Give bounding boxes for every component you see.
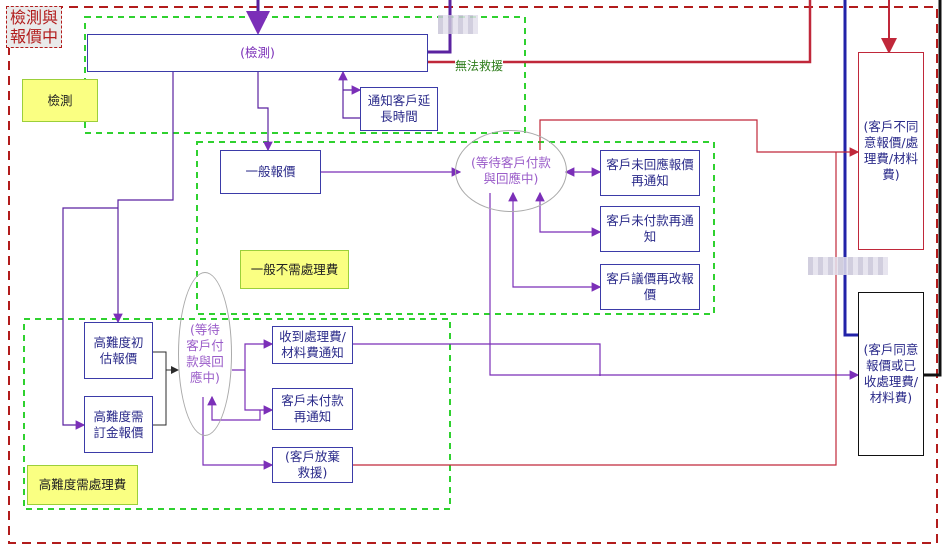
group-label-inspection: 檢測	[22, 79, 98, 122]
line-abandon-disagree	[353, 152, 837, 466]
node-no-reply[interactable]: 客戶未回應報價 再通知	[600, 150, 700, 196]
node-abandon[interactable]: (客戶放棄 救援)	[272, 447, 353, 483]
line-inspection-notify	[338, 70, 360, 119]
node-notify-delay[interactable]: 通知客戶延 長時間	[360, 87, 438, 131]
node-wait-high[interactable]: (等待 客戶付 款與回 應中)	[178, 272, 232, 436]
node-renegotiate[interactable]: 客戶議價再改報 價	[600, 264, 700, 310]
line-high-wait	[153, 351, 179, 374]
node-high-deposit[interactable]: 高難度需 訂金報價	[84, 396, 153, 453]
line-deposit-wait	[153, 370, 167, 426]
group-label-general: 一般不需處理費	[240, 250, 349, 289]
node-agree[interactable]: (客戶同意 報價或已 收處理費/ 材料費)	[858, 292, 924, 456]
line-inspection-deposit	[62, 207, 118, 430]
blurred-text-top	[438, 15, 478, 34]
line-waith-unpaid	[244, 370, 274, 415]
line-fee-agree	[353, 343, 601, 376]
node-unpaid-high[interactable]: 客戶未付款 再通知	[272, 388, 353, 430]
line-inspection-general	[257, 72, 273, 152]
node-disagree[interactable]: (客戶不同 意報價/處 理費/材料 費)	[858, 52, 924, 250]
node-high-estimate[interactable]: 高難度初 估報價	[84, 322, 153, 379]
group-label-high: 高難度需處理費	[27, 465, 138, 505]
outer-container	[8, 6, 938, 544]
group-high-border	[23, 318, 451, 510]
node-inspection[interactable]: (檢測)	[87, 34, 428, 72]
node-fee-received[interactable]: 收到處理費/ 材料費通知	[272, 326, 353, 364]
title-tag: 檢測與 報價中	[6, 6, 63, 48]
node-unpaid-general[interactable]: 客戶未付款再通 知	[600, 206, 700, 252]
line-inspection-high	[113, 72, 174, 324]
line-wait-renegotiate	[508, 191, 602, 292]
line-black-right	[924, 0, 942, 377]
line-wait-agree	[489, 193, 860, 380]
node-general-quote[interactable]: 一般報價	[220, 150, 321, 194]
line-inspection-cannot-rescue	[428, 0, 812, 64]
line-blue-to-agree	[843, 0, 858, 337]
blurred-text-right	[808, 257, 888, 275]
group-inspection-border	[84, 16, 526, 134]
line-waith-fee	[232, 339, 274, 371]
node-wait-general[interactable]: (等待客戶付款 與回應中)	[455, 130, 567, 212]
group-general-border	[196, 141, 715, 315]
line-wait-disagree	[539, 119, 860, 157]
edge-label-cannot-rescue: 無法救援	[455, 57, 504, 74]
